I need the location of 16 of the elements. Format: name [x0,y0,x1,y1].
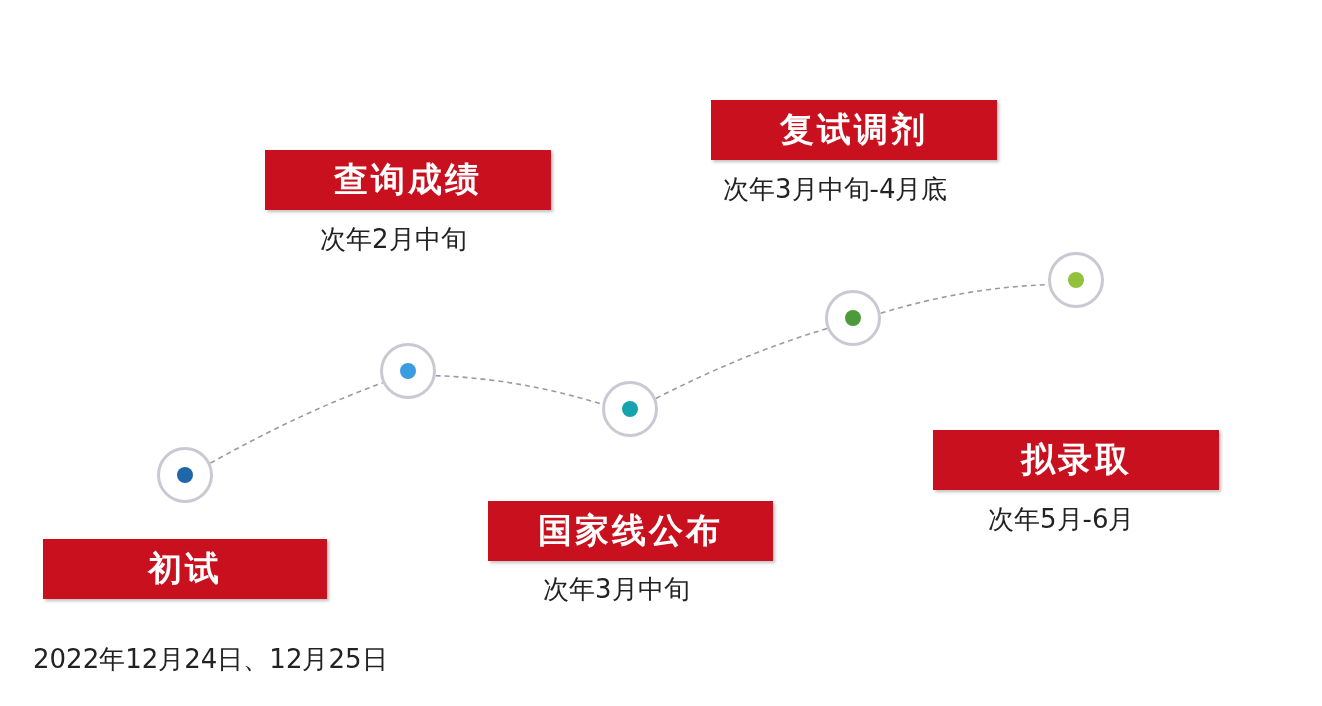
date-text: 次年3月中旬-4月底 [723,173,948,206]
stage-banner: 拟录取 [933,430,1219,490]
stage-banner: 查询成绩 [265,150,551,210]
stage-banner: 初试 [43,539,327,599]
timeline-marker [380,343,436,399]
date-text: 次年5月-6月 [988,503,1135,536]
timeline-marker [602,381,658,437]
date-text: 2022年12月24日、12月25日 [33,643,388,676]
timeline-marker [1048,252,1104,308]
stage-banner: 国家线公布 [488,501,773,561]
dashed-connector [655,327,828,400]
timeline-marker [825,290,881,346]
stage-banner: 复试调剂 [711,100,997,160]
date-text: 次年3月中旬 [543,573,690,606]
timeline-marker [157,447,213,503]
date-text: 次年2月中旬 [320,223,467,256]
